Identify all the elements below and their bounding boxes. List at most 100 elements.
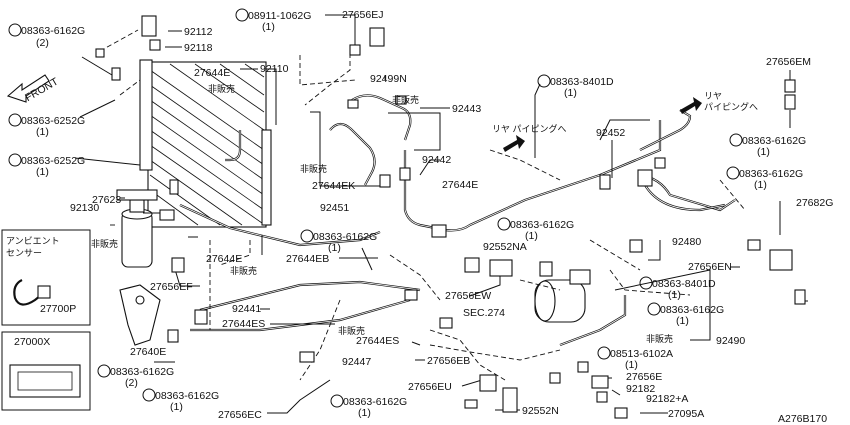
bracket-27640e	[119, 284, 161, 346]
qty-1-a: (1)	[36, 126, 49, 138]
bolt-code-6162-d: 08363-6162G	[510, 219, 574, 231]
not-sold-f: 非販売	[338, 325, 365, 336]
part-27644e-b: 27644E	[442, 179, 478, 191]
qty-1-m: (1)	[170, 401, 183, 413]
part-92452: 92452	[596, 127, 625, 139]
pipe-92451	[329, 122, 376, 186]
qty-1-l: (1)	[358, 407, 371, 419]
part-27656eb: 27656EB	[427, 355, 470, 367]
ambient-sensor-box	[1, 229, 91, 326]
condenser	[139, 59, 272, 228]
bolt-code-6252-a: 08363-6252G	[21, 115, 85, 127]
bolt-code-8401-b: 08363-8401D	[652, 278, 716, 290]
hose-92480	[637, 169, 726, 212]
qty-2-a: (2)	[36, 37, 49, 49]
part-27656em: 27656EM	[766, 56, 811, 68]
part-27656ef: 27656EF	[150, 281, 193, 293]
rear-piping-b-line1: リヤ	[704, 91, 722, 101]
part-92447: 92447	[342, 356, 371, 368]
bolt-code-6162-f: 08363-6162G	[660, 304, 724, 316]
qty-2-b: (2)	[125, 377, 138, 389]
leader-lines-dashed	[99, 29, 746, 381]
bolt-code-6162-a: 08363-6162G	[21, 25, 85, 37]
part-92110: 92110	[260, 63, 289, 75]
qty-1-h: (1)	[328, 242, 341, 254]
ambient-line1: アンビエント	[6, 236, 60, 246]
sec-274: SEC.274	[463, 307, 505, 319]
part-92480: 92480	[672, 236, 701, 248]
rear-piping-a: リヤ パイピングへ	[492, 123, 567, 134]
not-sold-a: 非販売	[208, 83, 235, 94]
rear-piping-b-line2: パイピングへ	[704, 101, 758, 112]
part-92443: 92443	[452, 103, 481, 115]
liquid-tank	[116, 189, 158, 268]
qty-1-d: (1)	[564, 87, 577, 99]
part-92182: 92182	[626, 383, 655, 395]
qty-1-f: (1)	[754, 179, 767, 191]
qty-1-e: (1)	[757, 146, 770, 158]
bolt-code-8401-a: 08363-8401D	[550, 76, 614, 88]
screw-code-6102: 08513-6102A	[610, 348, 673, 360]
part-27640e: 27640E	[130, 346, 166, 358]
part-27644es-b: 27644ES	[356, 335, 399, 347]
not-sold-b: 非販売	[91, 238, 118, 249]
part-27095a: 27095A	[668, 408, 704, 420]
bolt-code-6162-b: 08363-6162G	[742, 135, 806, 147]
part-27656eu: 27656EU	[408, 381, 452, 393]
not-sold-c: 非販売	[392, 94, 419, 105]
front-arrow	[6, 74, 50, 103]
part-92451: 92451	[320, 202, 349, 214]
not-sold-g: 非販売	[646, 333, 673, 344]
part-27656ew: 27656EW	[445, 290, 491, 302]
bolt-code-6162-g: 08363-6162G	[343, 396, 407, 408]
part-92441: 92441	[232, 303, 261, 315]
qty-1-j: (1)	[676, 315, 689, 327]
bolt-code-6162-h: 08363-6162G	[155, 390, 219, 402]
part-92112: 92112	[184, 26, 213, 38]
not-sold-d: 非販売	[300, 163, 327, 174]
qty-1-k: (1)	[625, 359, 638, 371]
bolt-code-6162-i: 08363-6162G	[110, 366, 174, 378]
bolt-code-6162-e: 08363-6162G	[313, 231, 377, 243]
part-27656ej: 27656EJ	[342, 9, 383, 21]
part-92490: 92490	[716, 335, 745, 347]
part-27623: 27623	[92, 194, 121, 206]
qty-1-g: (1)	[525, 230, 538, 242]
rear-arrows	[503, 97, 702, 152]
qty-1-c: (1)	[262, 21, 275, 33]
nut-code-1062: 08911-1062G	[248, 10, 311, 22]
bolt-code-6162-c: 08363-6162G	[739, 168, 803, 180]
bolt-code-6252-b: 08363-6252G	[21, 155, 85, 167]
part-27644e-c: 27644E	[206, 253, 242, 265]
part-27656e: 27656E	[626, 371, 662, 383]
part-27644eb: 27644EB	[286, 253, 329, 265]
part-92118: 92118	[184, 42, 213, 54]
part-92552na: 92552NA	[483, 241, 527, 253]
part-27656ec: 27656EC	[218, 409, 262, 421]
part-92499n: 92499N	[370, 73, 407, 85]
ambient-line2: センサー	[6, 248, 42, 258]
part-27656en: 27656EN	[688, 261, 732, 273]
part-27644ek: 27644EK	[312, 180, 355, 192]
not-sold-e: 非販売	[230, 265, 257, 276]
diagram-id: A276B170	[778, 413, 827, 425]
part-27700p: 27700P	[40, 303, 76, 315]
part-27682g: 27682G	[796, 197, 833, 209]
pipe-92443	[351, 94, 412, 141]
part-27000x: 27000X	[14, 336, 50, 348]
qty-1-b: (1)	[36, 166, 49, 178]
circled-marks	[8, 8, 743, 408]
bolts	[95, 15, 806, 419]
label-27000x-box	[1, 331, 91, 411]
part-92130: 92130	[70, 202, 99, 214]
qty-1-i: (1)	[668, 289, 681, 301]
part-92182a: 92182+A	[646, 393, 688, 405]
part-92552n: 92552N	[522, 405, 559, 417]
labels: 08363-6162G (2) 92112 92118 27644E 92110…	[6, 9, 833, 425]
compressor	[534, 269, 591, 323]
part-27644es-a: 27644ES	[222, 318, 265, 330]
part-92442: 92442	[422, 154, 451, 166]
part-27644e-a: 27644E	[194, 67, 230, 79]
